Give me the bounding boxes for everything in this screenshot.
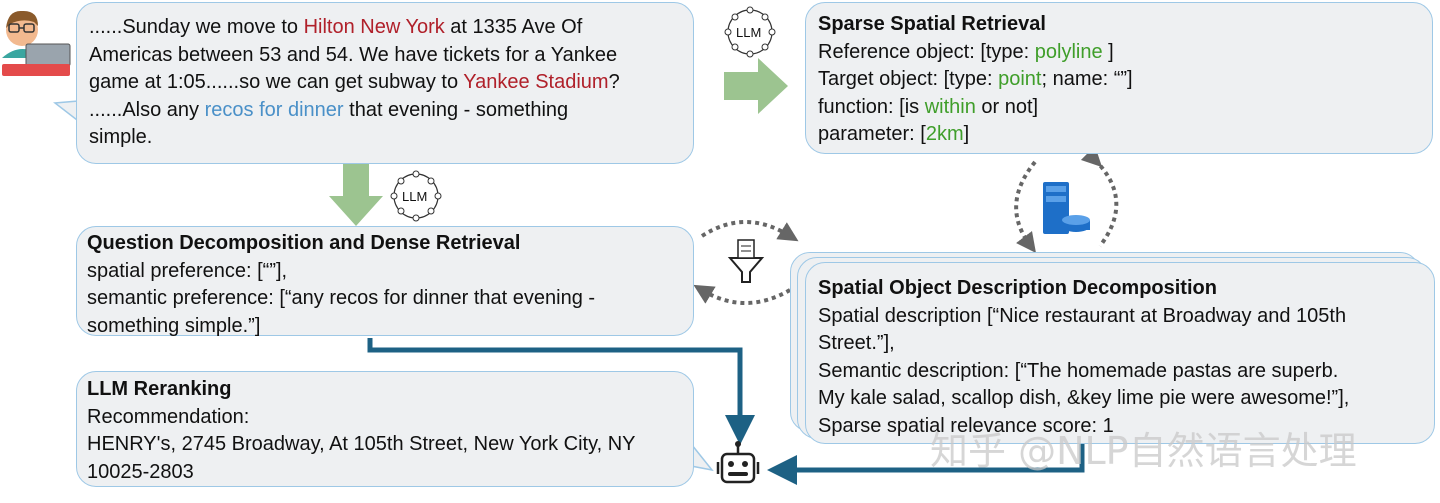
filter-arrow-bottom (693, 284, 791, 305)
user-at-laptop-icon (2, 10, 71, 76)
spatial-desc-line-2: Street.”], (818, 332, 895, 354)
filter-document-icon (727, 239, 765, 283)
watermark: 知乎 @NLP自然语言处理 (930, 429, 1357, 473)
parameter-line: parameter: [2km] (818, 123, 970, 145)
spatial-object-description-box: Spatial Object Description Decomposition… (805, 262, 1435, 444)
spatial-desc-title: Spatial Object Description Decomposition (818, 277, 1217, 299)
green-arrow-right (724, 58, 788, 114)
hotel-highlight: Hilton New York (303, 16, 445, 38)
llm-reranking-box: LLM Reranking Recommendation: HENRY's, 2… (76, 371, 694, 487)
user-message-bubble: ......Sunday we move to Hilton New York … (76, 2, 694, 164)
user-message-line-5: simple. (89, 126, 153, 148)
cycle-arrow-left (1014, 160, 1037, 254)
recommendation-line-1: HENRY's, 2745 Broadway, At 105th Street,… (87, 433, 636, 455)
question-decomposition-box: Question Decomposition and Dense Retriev… (76, 226, 694, 337)
semantic-preference-line-2: something simple.”] (87, 314, 261, 337)
recommendation-label: Recommendation: (87, 405, 250, 428)
stadium-highlight: Yankee Stadium (463, 71, 609, 93)
llm-badge-label-middle: LLM (402, 189, 428, 204)
decomposition-title: Question Decomposition and Dense Retriev… (87, 232, 521, 254)
recommendation-line-2: 10025-2803 (87, 460, 194, 483)
semantic-preference-line-1: semantic preference: [“any recos for din… (87, 287, 596, 309)
sparse-title: Sparse Spatial Retrieval (818, 13, 1046, 35)
spatial-desc-line-3: Semantic description: [“The homemade pas… (818, 359, 1339, 382)
sparse-spatial-retrieval-box: Sparse Spatial Retrieval Reference objec… (805, 2, 1433, 154)
spatial-desc-line-5: Sparse spatial relevance score: 1 (818, 414, 1114, 437)
green-arrow-down (329, 164, 383, 226)
spatial-desc-line-4: My kale salad, scallop dish, &key lime p… (818, 387, 1350, 409)
user-message-line-1: ......Sunday we move to Hilton New York … (89, 16, 583, 38)
function-line: function: [is within or not] (818, 95, 1039, 118)
reference-object-line: Reference object: [type: polyline ] (818, 40, 1114, 63)
user-message-line-2: Americas between 53 and 54. We have tick… (89, 43, 618, 66)
user-message-line-3: game at 1:05......so we can get subway t… (89, 71, 620, 93)
robot-icon (716, 441, 760, 484)
cycle-arrow-right (1080, 145, 1119, 248)
user-message-line-4: ......Also any recos for dinner that eve… (89, 98, 569, 121)
target-object-line: Target object: [type: point; name: “”] (818, 68, 1133, 90)
database-server-icon (1043, 182, 1090, 234)
llm-badge-label-top: LLM (736, 25, 762, 40)
filter-arrow-top (700, 220, 799, 242)
reranking-title: LLM Reranking (87, 378, 232, 400)
spatial-preference-line: spatial preference: [“”], (87, 259, 288, 282)
spatial-desc-line-1: Spatial description [“Nice restaurant at… (818, 304, 1347, 327)
dinner-highlight: recos for dinner (204, 98, 344, 121)
